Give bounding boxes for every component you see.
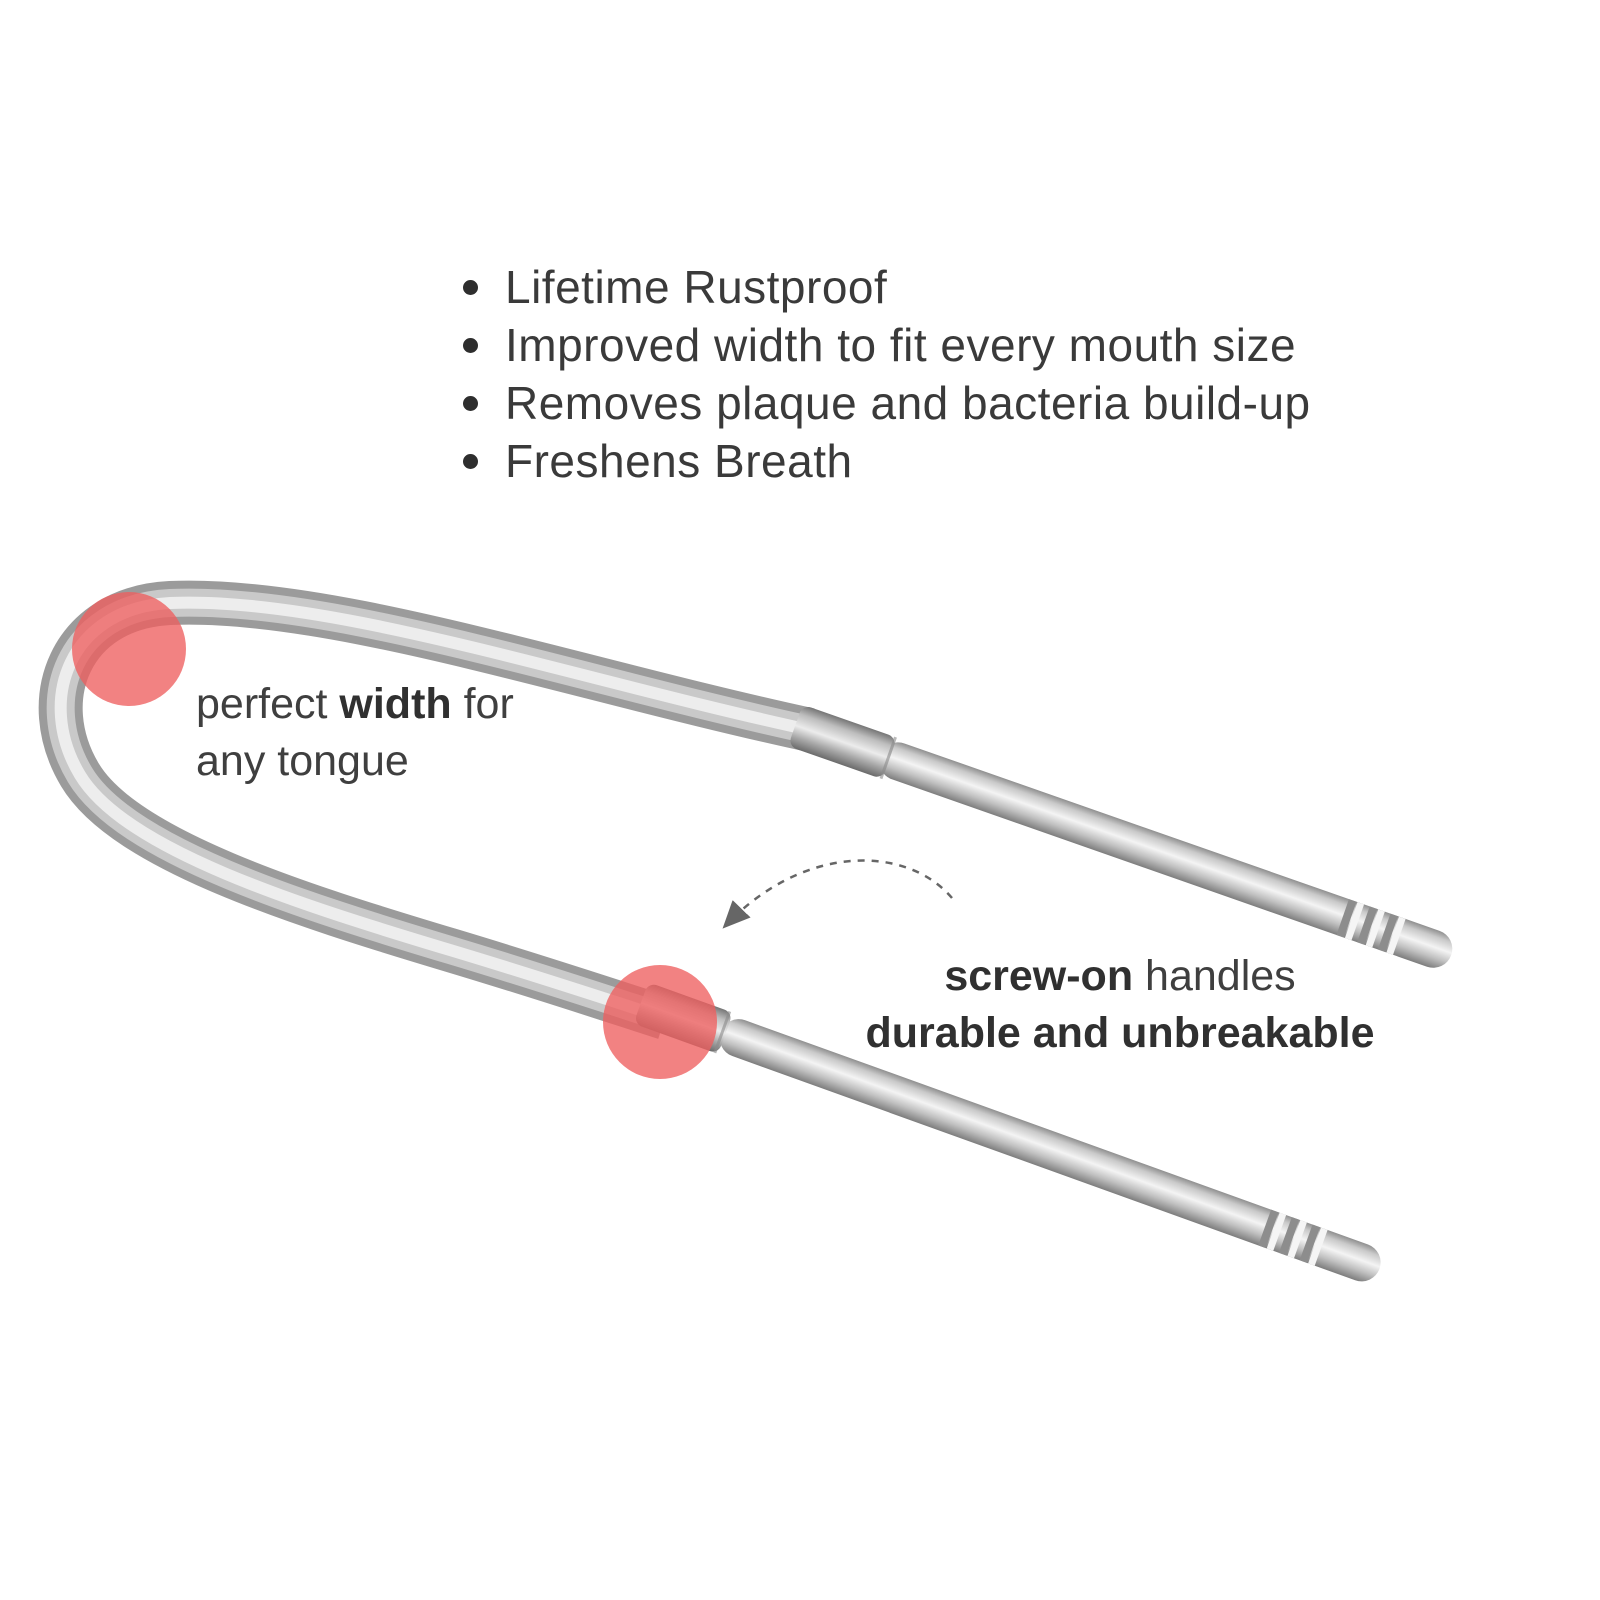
upper-handle bbox=[790, 707, 1453, 968]
handle-callout-bold1: screw-on bbox=[944, 952, 1134, 1000]
width-callout-post: for bbox=[451, 680, 514, 728]
handle-grip-ridges bbox=[1336, 899, 1406, 955]
feature-text: Freshens Breath bbox=[505, 435, 853, 487]
handle-callout-rest1: handles bbox=[1133, 952, 1296, 1000]
highlight-circle-width bbox=[72, 592, 186, 706]
width-callout-line2: any tongue bbox=[196, 736, 409, 785]
feature-item: Improved width to fit every mouth size bbox=[455, 316, 1311, 374]
feature-text: Lifetime Rustproof bbox=[505, 261, 888, 313]
handle-callout: screw-on handles durable and unbreakable bbox=[830, 948, 1410, 1062]
feature-item: Lifetime Rustproof bbox=[455, 258, 1311, 316]
handle-callout-bold2: durable and unbreakable bbox=[865, 1008, 1375, 1057]
feature-item: Freshens Breath bbox=[455, 432, 1311, 490]
width-callout: perfect width for any tongue bbox=[196, 676, 514, 790]
feature-text: Removes plaque and bacteria build-up bbox=[505, 377, 1311, 429]
width-callout-bold: width bbox=[339, 680, 452, 728]
width-callout-pre: perfect bbox=[196, 680, 340, 728]
feature-text: Improved width to fit every mouth size bbox=[505, 319, 1297, 371]
highlight-circle-handle bbox=[603, 965, 717, 1079]
feature-item: Removes plaque and bacteria build-up bbox=[455, 374, 1311, 432]
width-callout-line1: perfect width for bbox=[196, 676, 514, 733]
handle-grip-ridges bbox=[1258, 1209, 1328, 1266]
feature-list: Lifetime Rustproof Improved width to fit… bbox=[455, 258, 1311, 490]
handle-callout-line1: screw-on handles bbox=[830, 948, 1410, 1005]
dashed-arrow bbox=[722, 859, 953, 929]
handle-callout-line2: durable and unbreakable bbox=[830, 1005, 1410, 1062]
scraper-band bbox=[38, 580, 815, 1039]
